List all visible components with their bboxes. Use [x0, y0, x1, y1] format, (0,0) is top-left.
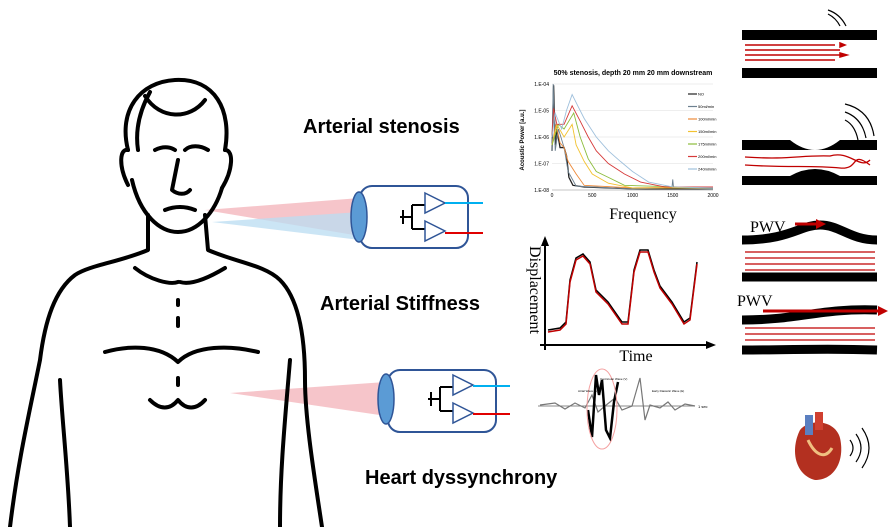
y-tick-label: 1.E-08	[534, 188, 549, 194]
series-line-150ml-min	[551, 123, 713, 189]
legend-label: NO	[698, 92, 704, 97]
pwv-label-1: PWV	[750, 219, 786, 236]
lens-icon	[377, 373, 395, 425]
x-tick-label: 500	[588, 193, 597, 199]
legend-label: 50ml/min	[698, 104, 714, 109]
series-line-240ml-min	[551, 93, 714, 189]
y-tick-label: 1.E-05	[534, 109, 549, 115]
x-tick-label: 1000	[627, 193, 638, 199]
legend-label: 150ml/min	[698, 129, 716, 134]
legend-label: 100ml/min	[698, 117, 716, 122]
series-line-175ml-min	[551, 111, 714, 189]
early-wave-label: Early Diastolic Wave (E)	[652, 389, 684, 393]
label-arterial-stenosis: Arterial stenosis	[303, 116, 460, 138]
chart-xlabel: Frequency	[609, 206, 677, 223]
human-body-illustration	[8, 77, 324, 527]
legend-label: 175ml/min	[698, 142, 716, 147]
y-tick-label: 1.E-04	[534, 82, 549, 88]
vessel-pwv-stiff: PWV	[741, 219, 878, 282]
sound-wave-icon	[827, 9, 847, 27]
atrial-wave-label: Atrial Wave (A)	[578, 389, 598, 393]
displacement-plot: Displacement Time	[526, 236, 716, 365]
x-tick-label: 0	[551, 193, 554, 199]
sound-wave-icon	[849, 427, 870, 469]
y-tick-label: 1.E-06	[534, 135, 549, 141]
series-line-50ml-min	[551, 83, 714, 190]
x-tick-label: 1500	[667, 193, 678, 199]
pwv-label-2: PWV	[737, 293, 773, 310]
heart-beam-pink	[230, 382, 386, 416]
series-line-200ml-min	[551, 104, 713, 188]
acoustic-power-chart: 50% stenosis, depth 20 mm 20 mm downstre…	[520, 70, 719, 223]
time-scale-label: 1 sec	[698, 404, 708, 409]
dyssynchrony-waveform: Atrial Wave (A) Ventricular Wave (V) Ear…	[538, 368, 708, 450]
chart-ylabel: Acoustic Power [a.u.]	[520, 109, 526, 170]
label-heart-dyssynchrony: Heart dyssynchrony	[365, 467, 558, 489]
y-tick-label: 1.E-07	[534, 162, 549, 168]
label-arterial-stiffness: Arterial Stiffness	[320, 293, 481, 315]
x-tick-label: 2000	[707, 193, 718, 199]
amplifier-circuit-icon	[428, 386, 453, 412]
amplifier-circuit-icon	[400, 204, 425, 230]
legend-label: 200ml/min	[698, 154, 716, 159]
chart-title: 50% stenosis, depth 20 mm 20 mm downstre…	[554, 70, 713, 77]
displacement-curve-red	[547, 251, 698, 333]
displacement-xlabel: Time	[619, 348, 652, 365]
sound-wave-icon	[844, 103, 875, 141]
vessel-stenosis-flow	[742, 103, 877, 185]
series-line-100ml-min	[551, 124, 714, 189]
heart-icon	[795, 412, 870, 480]
stenosis-beam-blue	[212, 212, 360, 240]
displacement-ylabel: Displacement	[526, 246, 543, 335]
ventricular-wave-label: Ventricular Wave (V)	[600, 377, 627, 381]
legend-label: 240ml/min	[698, 167, 716, 172]
lens-icon	[350, 191, 368, 243]
sensor-stenosis	[350, 185, 483, 249]
displacement-curve-black	[547, 249, 698, 331]
sensor-heart	[377, 369, 510, 433]
vessel-normal-flow	[742, 9, 877, 78]
vessel-pwv-fast: PWV	[737, 293, 888, 355]
